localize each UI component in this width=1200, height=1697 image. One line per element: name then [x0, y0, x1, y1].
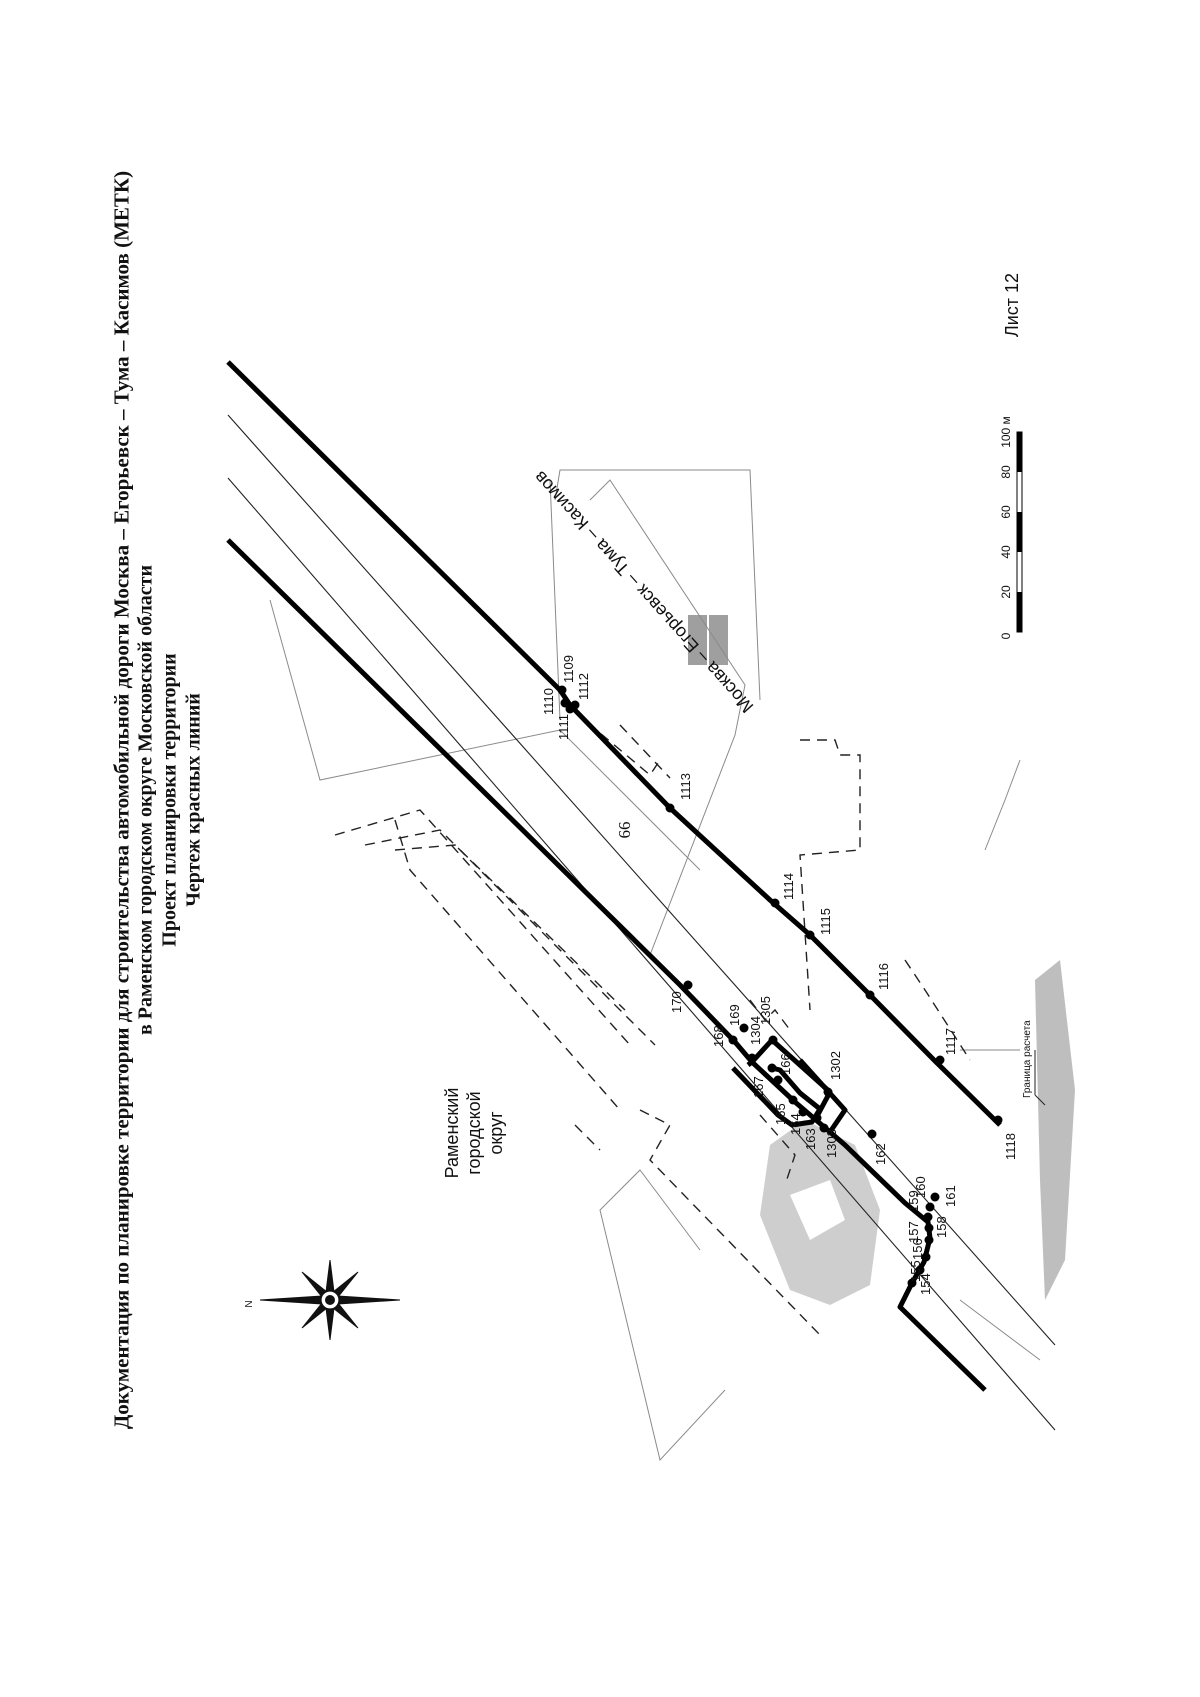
- district-label-line-2: городской: [464, 1091, 484, 1174]
- scale-tick-60: 60: [999, 505, 1013, 519]
- point-1116: [865, 990, 875, 1000]
- label-159: 159: [906, 1190, 921, 1212]
- label-1118: 1118: [1003, 1133, 1018, 1160]
- label-1117: 1117: [943, 1028, 958, 1055]
- point-162: [867, 1129, 877, 1139]
- red-line-north: [226, 360, 1002, 1127]
- point-1115: [805, 930, 815, 940]
- calc-boundary-label: Граница расчета: [1022, 1020, 1033, 1098]
- north-label: N: [244, 1300, 255, 1307]
- point-170: [683, 980, 693, 990]
- red-line-south-main: [226, 538, 737, 1044]
- label-1305: 1305: [758, 996, 773, 1025]
- point-167: [767, 1063, 777, 1073]
- point-1114: [770, 898, 780, 908]
- label-1302: 1302: [828, 1051, 843, 1080]
- point-1118: [993, 1115, 1003, 1125]
- label-158: 158: [934, 1216, 949, 1238]
- point-labels: 154 155 156 157 158 159 160 161 162 163 …: [541, 655, 1018, 1295]
- label-156: 156: [910, 1238, 925, 1260]
- point-168: [728, 1035, 738, 1045]
- point-163: [812, 1113, 822, 1123]
- point-159: [923, 1212, 933, 1222]
- label-1111: 1111: [556, 714, 571, 740]
- label-1115: 1115: [818, 908, 833, 935]
- scale-tick-100: 100 м: [999, 416, 1013, 448]
- label-1109: 1109: [561, 655, 576, 683]
- dashed-boundaries: [334, 711, 971, 1336]
- label-155: 155: [908, 1260, 923, 1282]
- river-strip: [1035, 960, 1075, 1300]
- point-157: [924, 1235, 934, 1245]
- compass-rose-icon: N: [244, 1259, 401, 1341]
- label-162: 162: [873, 1143, 888, 1165]
- point-169: [739, 1023, 749, 1033]
- label-163: 163: [803, 1128, 818, 1150]
- label-1303: 1303: [824, 1129, 839, 1158]
- label-165: 165: [773, 1103, 788, 1125]
- label-154: 154: [918, 1273, 933, 1295]
- scale-tick-0: 0: [999, 632, 1013, 639]
- point-166: [773, 1075, 783, 1085]
- label-169: 169: [727, 1004, 742, 1026]
- background-boundaries: [269, 469, 1041, 1462]
- scale-bar: 0 20 40 60 80 100 м: [999, 416, 1023, 639]
- label-170: 170: [669, 991, 684, 1013]
- red-line-loop-b: [750, 1037, 833, 1122]
- sheet-label: Лист 12: [1002, 273, 1022, 337]
- label-1304: 1304: [748, 1016, 763, 1045]
- label-157: 157: [906, 1221, 921, 1243]
- point-158: [924, 1223, 934, 1233]
- point-161: [930, 1192, 940, 1202]
- label-167: 167: [751, 1076, 766, 1098]
- calc-boundary-callout: Граница расчета: [1022, 1020, 1046, 1106]
- label-168: 168: [711, 1025, 726, 1047]
- point-1304: [747, 1053, 757, 1063]
- point-1113: [665, 803, 675, 813]
- point-165: [788, 1095, 798, 1105]
- district-label-line-3: округ: [486, 1111, 506, 1155]
- road-axis-line-1: [227, 414, 1056, 1346]
- label-1112: 1112: [576, 673, 591, 700]
- point-1112: [570, 700, 580, 710]
- point-1117: [935, 1055, 945, 1065]
- label-1110: 1110: [541, 688, 556, 715]
- label-1114: 1114: [781, 873, 796, 900]
- point-1305: [768, 1035, 778, 1045]
- label-1116: 1116: [876, 963, 891, 990]
- water-island: [790, 1180, 845, 1240]
- scale-tick-20: 20: [999, 585, 1013, 599]
- point-156: [921, 1252, 931, 1262]
- label-164: 164: [788, 1113, 803, 1135]
- label-1113: 1113: [678, 773, 693, 800]
- point-1302: [823, 1087, 833, 1097]
- label-166: 166: [778, 1053, 793, 1075]
- terrain-background: [688, 615, 1075, 1305]
- point-164: [798, 1107, 808, 1117]
- point-154: [907, 1278, 917, 1288]
- point-1110: [560, 698, 570, 708]
- label-161: 161: [943, 1185, 958, 1207]
- scale-tick-40: 40: [999, 545, 1013, 559]
- point-1109: [557, 685, 567, 695]
- red-lines: [226, 360, 1002, 1392]
- point-155: [915, 1265, 925, 1275]
- label-160: 160: [913, 1176, 928, 1198]
- scale-tick-80: 80: [999, 465, 1013, 479]
- district-label-line-1: Раменский: [442, 1088, 462, 1179]
- point-160: [925, 1202, 935, 1212]
- red-line-points: [557, 685, 1003, 1288]
- district-label: Раменский городской округ: [442, 1088, 506, 1179]
- point-1303: [819, 1123, 829, 1133]
